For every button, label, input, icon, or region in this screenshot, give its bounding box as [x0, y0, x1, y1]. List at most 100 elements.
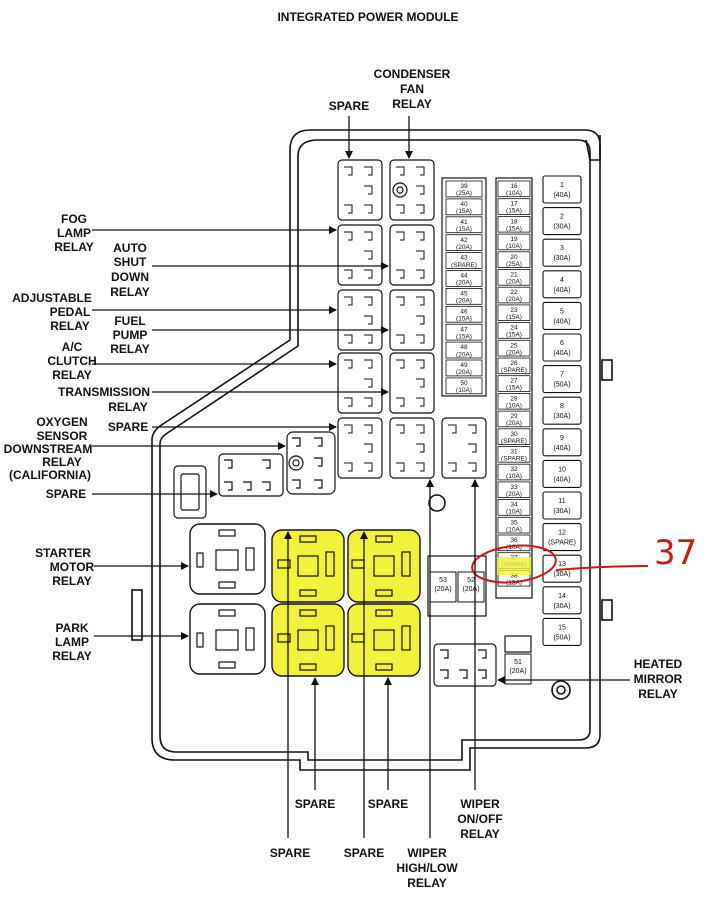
fuse-51: 51 (20A) [504, 653, 532, 685]
mini-fuse-19: 19(10A) [497, 233, 531, 251]
fuse-37-highlight: 37 [471, 533, 697, 584]
oxygen-label-4: RELAY [42, 455, 82, 469]
mini-fuse-rating: (20A) [506, 296, 522, 303]
cartridge-fuse-rating: (40A) [553, 445, 570, 452]
cartridge-fuse-number: 7 [560, 372, 564, 379]
mini-fuse-rating: (10A) [456, 387, 472, 394]
mini-fuse-rating: (25A) [506, 261, 522, 268]
mini-fuse-rating: (15A) [456, 226, 472, 233]
mini-fuse-number: 27 [510, 378, 518, 385]
fog-label-2: LAMP [57, 226, 91, 240]
cartridge-fuse-number: 9 [560, 435, 564, 442]
cartridge-fuse-3: 3(30A) [542, 238, 582, 267]
spare-bottom-label-3: SPARE [270, 846, 310, 860]
cartridge-fuse-column: 1(40A)2(30A)3(30A)4(40A)5(40A)6(40A)7(50… [542, 175, 582, 646]
mini-fuse-rating: (20A) [506, 491, 522, 498]
cartridge-fuse-10: 10(40A) [542, 459, 582, 488]
mini-fuse-rating: (SPARE) [501, 456, 527, 463]
starter-label-3: RELAY [52, 574, 92, 588]
cartridge-fuse-1: 1(40A) [542, 175, 582, 204]
cartridge-fuse-8: 8 (30A) [542, 396, 582, 425]
ac-label-3: RELAY [52, 368, 92, 382]
fuse-52-rating: (20A) [462, 586, 479, 593]
spare-bottom-label-4: SPARE [344, 846, 384, 860]
transmission-label-2: RELAY [108, 400, 148, 414]
cartridge-fuse-rating: (SPARE) [548, 540, 576, 547]
starter-label-2: MOTOR [50, 560, 95, 574]
adjustable-label-1: ADJUSTABLE [12, 291, 92, 305]
cartridge-fuse-11: 11(30A) [542, 491, 582, 520]
cartridge-fuse-6: 6(40A) [542, 333, 582, 362]
cartridge-fuse-number: 8 [560, 403, 564, 410]
fuse-51-rating: (20A) [509, 668, 526, 675]
mini-fuse-number: 41 [460, 219, 468, 226]
spare-mid-label: SPARE [108, 420, 148, 434]
oxygen-label-3: DOWNSTREAM [4, 442, 93, 456]
cartridge-fuse-rating: (30A) [553, 571, 570, 578]
wiper-hl-label-2: HIGH/LOW [396, 861, 458, 875]
mini-fuse-rating: (15A) [506, 225, 522, 232]
cartridge-fuse-9: 9 (40A) [542, 428, 582, 457]
park-label-1: PARK [55, 621, 88, 635]
mini-fuse-25: 25(20A) [497, 339, 531, 357]
mini-fuse-rating: (15A) [506, 314, 522, 321]
handwritten-annotation: 37 [654, 533, 697, 573]
small-relays [173, 431, 336, 519]
mini-fuse-33: 33(20A) [497, 481, 531, 498]
mini-fuse-rating: (20A) [456, 369, 472, 376]
mini-fuse-number: 28 [510, 395, 518, 402]
mini-fuse-number: 35 [510, 519, 518, 526]
adjustable-label-3: RELAY [50, 319, 90, 333]
cartridge-fuse-rating: (40A) [553, 476, 570, 483]
mini-fuse-rating: (15A) [506, 208, 522, 215]
mini-fuse-number: 34 [510, 502, 518, 509]
wiper-hl-label-3: RELAY [407, 876, 447, 890]
leader-lines [92, 116, 630, 838]
mini-fuse-26: 26(SPARE) [497, 357, 531, 375]
mini-fuse-32: 32(10A) [497, 463, 531, 481]
mini-fuse-column-right: 16(10A)17(15A)18(15A)19(10A)20(25A)21(20… [497, 180, 531, 587]
mini-fuse-number: 25 [510, 342, 518, 349]
mini-fuse-34: 34(10A) [497, 499, 531, 516]
mini-fuse-50: 50(10A) [445, 377, 483, 395]
wiper-hl-label-1: WIPER [407, 846, 447, 860]
mini-fuse-rating: (20A) [456, 244, 472, 251]
fuse-53-number: 53 [439, 577, 447, 584]
mini-fuse-rating: (15A) [506, 385, 522, 392]
relay-grid [337, 159, 487, 479]
mini-fuse-49: 49(20A) [445, 359, 483, 377]
mini-fuse-47: 47(15A) [445, 323, 483, 341]
mini-fuse-45: 45(20A) [445, 287, 483, 305]
mini-fuse-rating: (25A) [456, 190, 472, 197]
spare-left-label: SPARE [46, 487, 86, 501]
cartridge-fuse-rating: (30A) [553, 413, 570, 420]
mini-fuse-number: 26 [510, 360, 518, 367]
spare-bottom-label-2: SPARE [368, 797, 408, 811]
fuel-label-1: FUEL [114, 314, 145, 328]
mini-fuse-rating: (10A) [506, 190, 522, 197]
mini-fuse-rating: (20A) [456, 351, 472, 358]
cartridge-fuse-rating: (40A) [553, 318, 570, 325]
cartridge-fuse-number: 4 [560, 277, 564, 284]
park-label-3: RELAY [52, 649, 92, 663]
cartridge-fuse-rating: (30A) [553, 224, 570, 231]
ac-label-2: CLUTCH [47, 354, 96, 368]
mini-fuse-number: 31 [510, 448, 518, 455]
mini-fuse-number: 24 [510, 325, 518, 332]
heated-label-2: MIRROR [634, 672, 683, 686]
mini-fuse-36: 36(10A) [497, 534, 531, 552]
cartridge-fuse-number: 3 [560, 245, 564, 252]
fuse-panels [427, 177, 533, 687]
mini-fuse-16: 16(10A) [497, 180, 531, 198]
mini-fuse-number: 40 [460, 201, 468, 208]
mini-fuse-23: 23(15A) [497, 304, 531, 321]
cartridge-fuse-number: 15 [558, 624, 566, 631]
mini-fuse-21: 21(20A) [497, 269, 531, 286]
cartridge-fuse-number: 5 [560, 308, 564, 315]
starter-label-1: STARTER [35, 546, 91, 560]
mini-fuse-27: 27(15A) [497, 375, 531, 392]
cartridge-fuse-7: 7(50A) [542, 365, 582, 394]
mini-fuse-number: 19 [510, 236, 518, 243]
ac-label-1: A/C [62, 340, 83, 354]
mini-fuse-rating: (20A) [506, 349, 522, 356]
